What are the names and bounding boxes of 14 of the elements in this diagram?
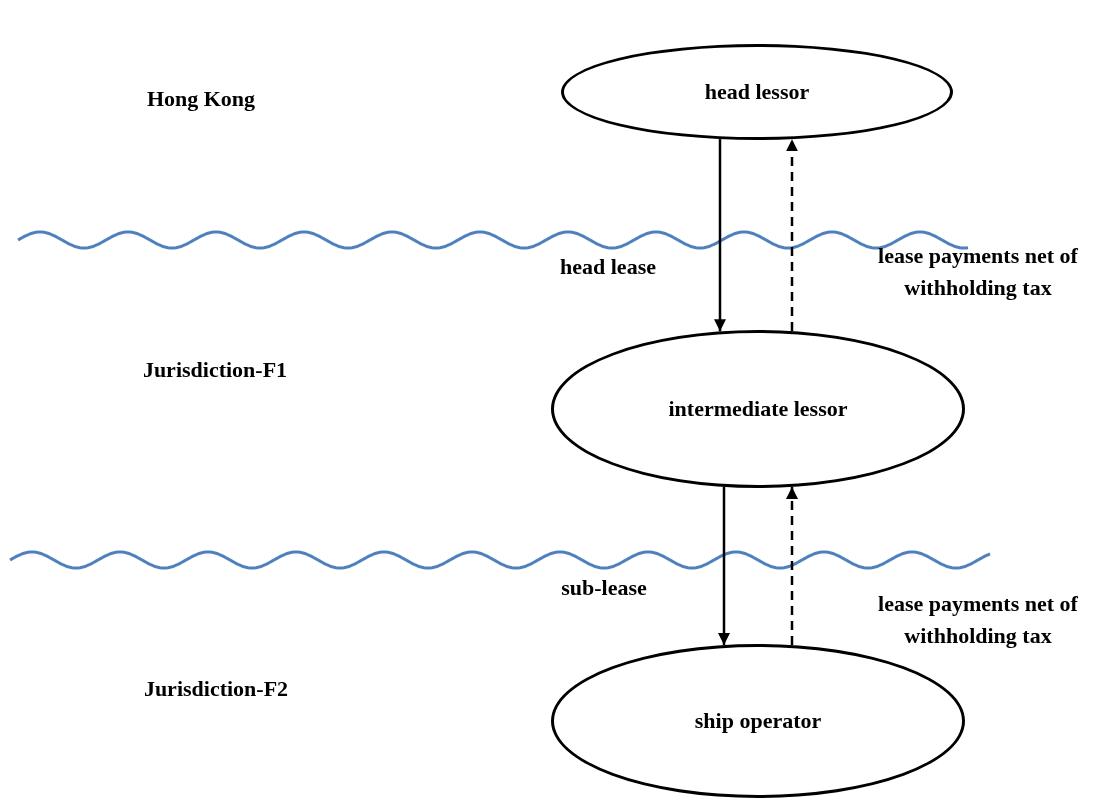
edge-label: head lease: [559, 253, 657, 281]
node-label: ship operator: [694, 708, 822, 734]
edge-label: sub-lease: [560, 574, 648, 602]
region-label: Jurisdiction-F2: [142, 675, 290, 703]
region-label: Hong Kong: [145, 85, 257, 113]
edge-label: lease payments net of withholding tax: [877, 242, 1079, 302]
edge-label: lease payments net of withholding tax: [877, 590, 1079, 650]
region-label: Jurisdiction-F1: [141, 356, 289, 384]
arrow: [714, 139, 726, 332]
arrow: [718, 486, 730, 646]
arrow: [786, 486, 798, 646]
node-label: head lessor: [704, 79, 810, 105]
arrow: [786, 139, 798, 332]
node-label: intermediate lessor: [668, 396, 848, 422]
